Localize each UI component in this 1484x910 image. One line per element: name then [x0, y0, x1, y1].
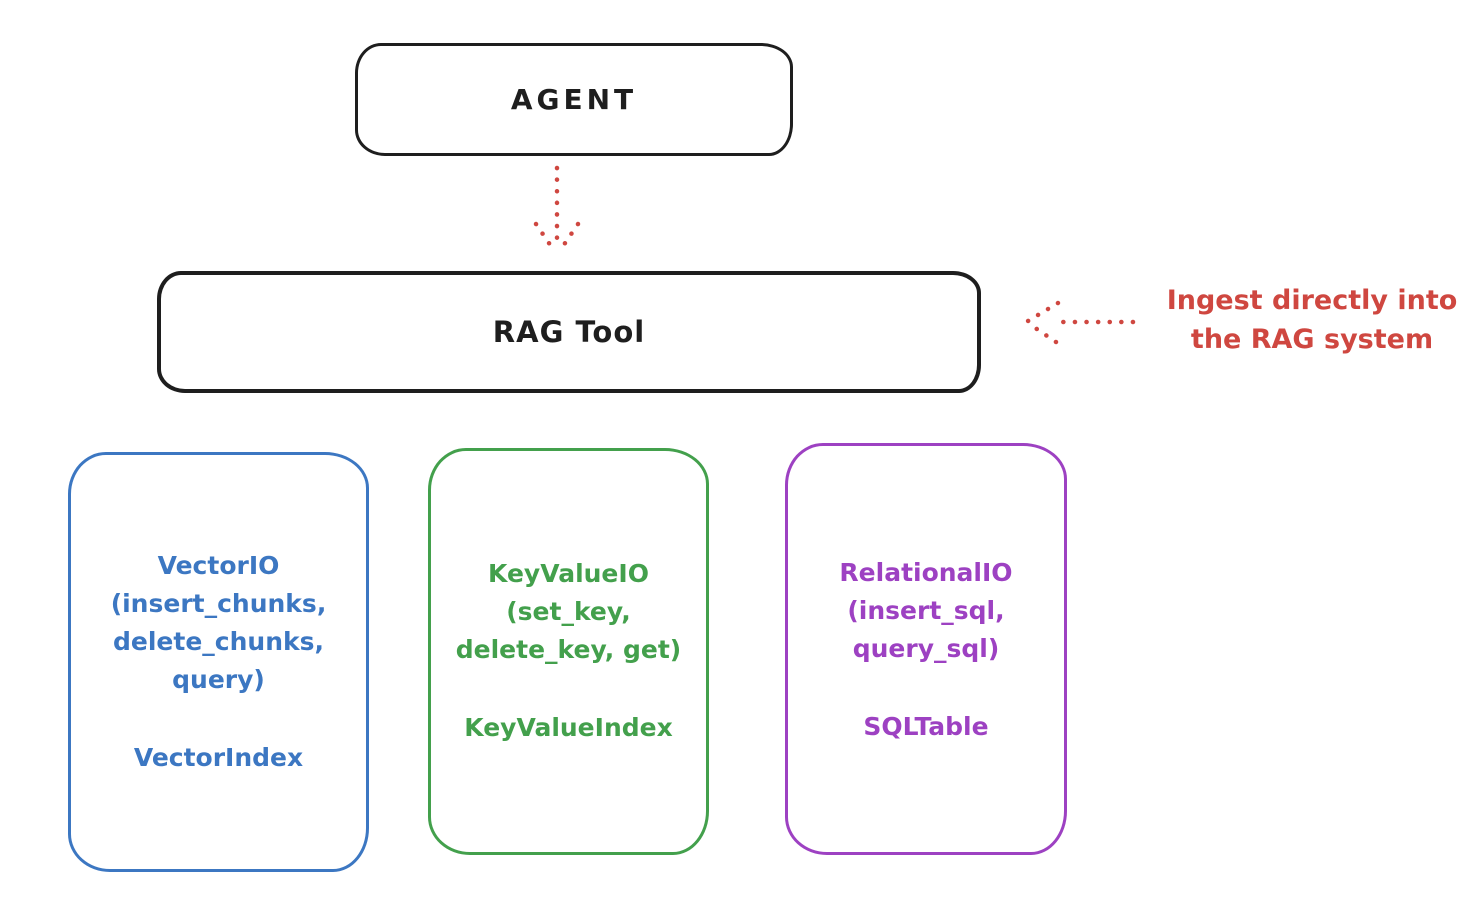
agent-node: AGENT — [355, 43, 793, 156]
backend-node-vector-io: VectorIO (insert_chunks, delete_chunks, … — [68, 452, 369, 872]
keyvalue-index-label: KeyValueIndex — [464, 713, 673, 742]
sql-table-label: SQLTable — [863, 712, 989, 741]
vector-io-label: VectorIO (insert_chunks, delete_chunks, … — [110, 551, 327, 694]
relational-io-label: RelationalIO (insert_sql, query_sql) — [839, 558, 1013, 663]
ingest-annotation-text: Ingest directly into the RAG system — [1166, 285, 1458, 355]
backend-node-keyvalue-io: KeyValueIO (set_key, delete_key, get) Ke… — [428, 448, 709, 855]
agent-to-rag-arrow — [533, 165, 581, 255]
rag-tool-label: RAG Tool — [492, 315, 646, 349]
vector-index-label: VectorIndex — [133, 743, 304, 772]
keyvalue-io-label: KeyValueIO (set_key, delete_key, get) — [455, 559, 682, 664]
rag-tool-node: RAG Tool — [157, 271, 981, 393]
agent-label: AGENT — [510, 83, 638, 116]
backend-node-relational-io: RelationalIO (insert_sql, query_sql) SQL… — [785, 443, 1067, 855]
ingest-annotation-arrow — [1025, 300, 1136, 345]
